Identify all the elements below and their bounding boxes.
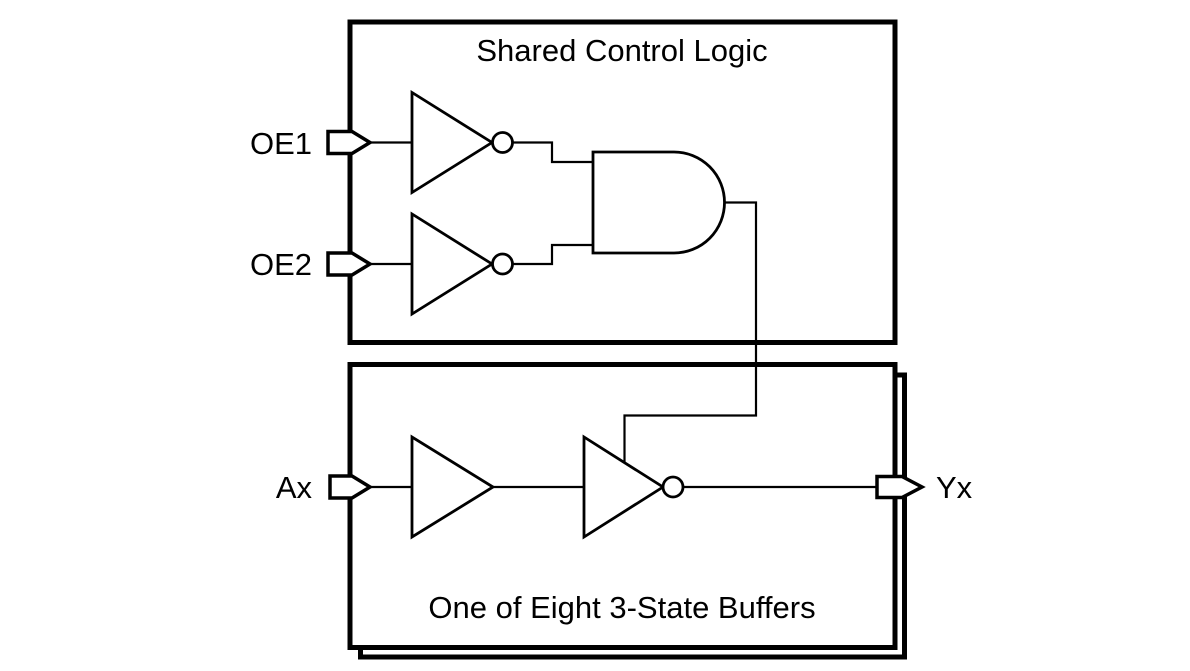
- buffer2-bubble-icon: [661, 475, 685, 499]
- wire-and-output-to-buffer-enable: [623, 201, 758, 466]
- input-pin-oe1-icon: [326, 129, 374, 156]
- ax-label: Ax: [276, 470, 313, 505]
- wire-oe2-inverter-to-and: [512, 243, 593, 266]
- control-block-title: Shared Control Logic: [476, 33, 767, 68]
- input-pin-ax-icon: [328, 474, 374, 500]
- inverter-oe2-triangle-icon: [410, 211, 495, 317]
- oe2-label: OE2: [250, 247, 312, 282]
- inverter-oe1-bubble-icon: [491, 131, 514, 154]
- yx-label: Yx: [936, 470, 973, 505]
- output-pin-yx-icon: [875, 474, 926, 500]
- buffer2-triangle-icon: [582, 434, 666, 540]
- buffer1-triangle-icon: [410, 434, 496, 540]
- inverter-oe1-triangle-icon: [410, 89, 495, 196]
- buffer-block-title: One of Eight 3-State Buffers: [428, 590, 815, 625]
- oe1-label: OE1: [250, 126, 312, 161]
- inverter-oe2-bubble-icon: [491, 252, 514, 276]
- and-gate-icon: [591, 150, 726, 255]
- input-pin-oe2-icon: [326, 251, 374, 277]
- wire-oe1-inverter-to-and: [512, 141, 593, 164]
